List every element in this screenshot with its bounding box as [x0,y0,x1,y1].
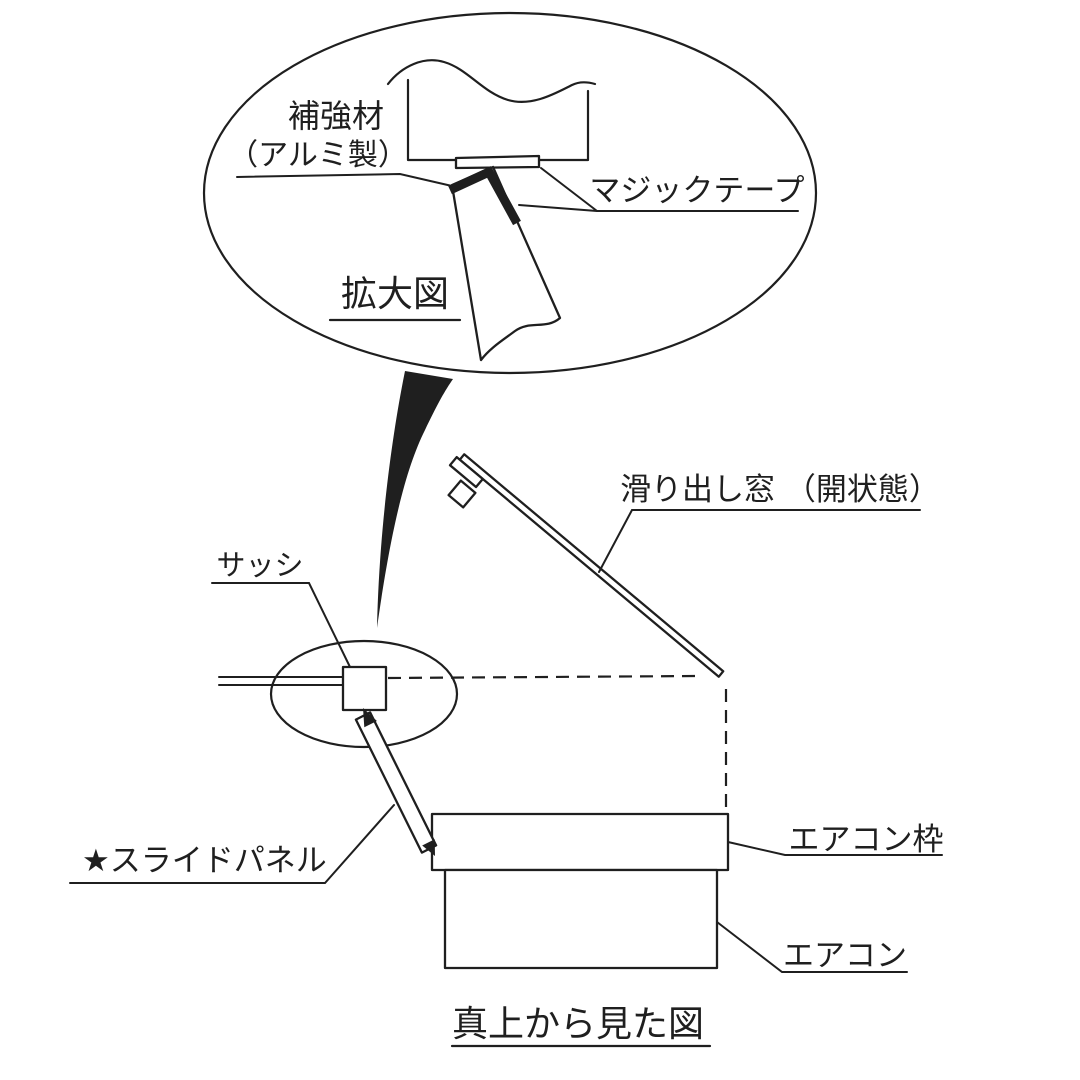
slide-panel-leader-line [69,804,395,884]
aircon-label: エアコン [783,938,907,974]
velcro-strip-plate [454,154,541,170]
aircon-frame-leader-line [727,841,943,856]
magnifier-pointer-wedge [377,371,453,628]
aircon-leader-line [716,921,908,973]
wall-section-outline [386,59,597,162]
sash-rail-lines [218,676,344,686]
velcro-tape-band [448,166,521,226]
window-closed-dashed-line [387,674,700,680]
sliding-window-bar [458,453,725,678]
sash-block [341,665,388,712]
reinforcement-bar [450,165,562,362]
sash-label: サッシ [216,548,303,582]
velcro-leader-lines [518,167,799,212]
reinforcement-material-label: （アルミ製） [228,138,408,173]
aircon-body-rect [443,868,719,970]
aircon-frame-rect [430,812,730,872]
slide-panel-arrow-down [422,839,435,856]
slide-panel-label: ★スライドパネル [82,843,327,879]
reinforcement-leader-line [236,172,453,187]
window-handle-knob [447,479,477,509]
top-view-caption: 真上から見た図 [452,1004,704,1045]
reinforcement-label: 補強材 [288,97,384,135]
sash-callout-ellipse [269,639,459,749]
slide-panel-arrow-up [363,708,377,728]
window-handle-bracket [448,456,484,489]
aircon-frame-label: エアコン枠 [789,822,944,858]
sliding-window-label: 滑り出し窓 （開状態） [620,472,940,508]
magnified-view-title: 拡大図 [341,274,449,315]
sash-leader-line [211,582,351,668]
sliding-window-leader-line [598,509,921,573]
magnifier-bubble [202,11,818,375]
velcro-tape-label: マジックテープ [589,173,804,209]
